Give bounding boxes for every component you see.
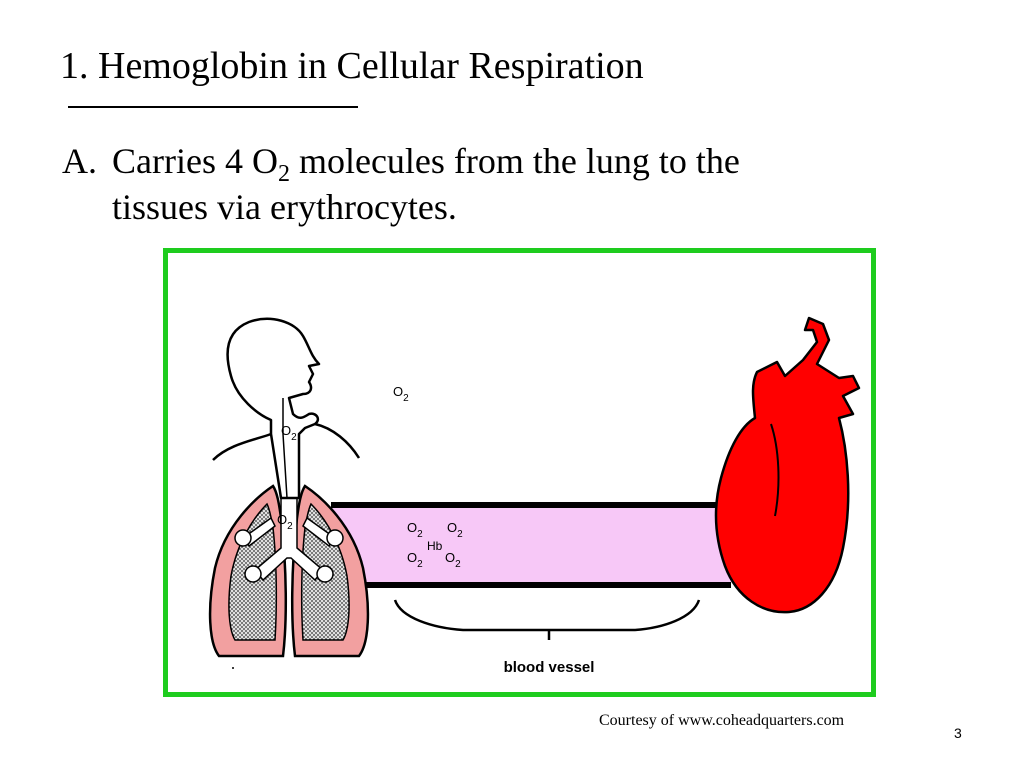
label-o2-blood-4: O2	[445, 550, 461, 570]
label-o2-trachea: O2	[281, 423, 297, 443]
lungs	[208, 484, 370, 658]
label-o2-lung: O2	[277, 512, 293, 532]
vessel-bracket	[393, 599, 701, 640]
title-underline	[68, 106, 358, 108]
bronchi	[234, 497, 344, 583]
respiration-diagram: O2 O2 O2 O2 O2 Hb O2 O2 blood vessel	[163, 248, 876, 697]
page-number: 3	[954, 725, 962, 741]
heart	[714, 316, 861, 614]
courtesy-credit: Courtesy of www.coheadquarters.com	[599, 712, 845, 729]
label-o2-blood-3: O2	[407, 550, 423, 570]
slide-title: 1. Hemoglobin in Cellular Respiration	[60, 45, 644, 87]
stray-dot	[232, 667, 234, 669]
bullet-marker: A.	[62, 141, 97, 181]
label-hemoglobin: Hb	[427, 539, 443, 553]
label-o2-blood-1: O2	[407, 520, 423, 540]
label-blood-vessel: blood vessel	[504, 659, 595, 676]
bullet-a: A. Carries 4 O2 molecules from the lung t…	[62, 138, 962, 230]
person-outline	[212, 317, 361, 500]
label-o2-blood-2: O2	[447, 520, 463, 540]
bullet-line-1: A. Carries 4 O2 molecules from the lung t…	[62, 138, 962, 187]
bullet-o2-subscript: 2	[277, 161, 290, 187]
bullet-line-2: tissues via erythrocytes.	[112, 187, 457, 227]
label-o2-air: O2	[393, 384, 409, 404]
bullet-text-end: molecules from the lung to the	[289, 141, 740, 181]
blood-vessel	[331, 502, 731, 588]
bullet-text-start: Carries 4 O	[112, 141, 278, 181]
